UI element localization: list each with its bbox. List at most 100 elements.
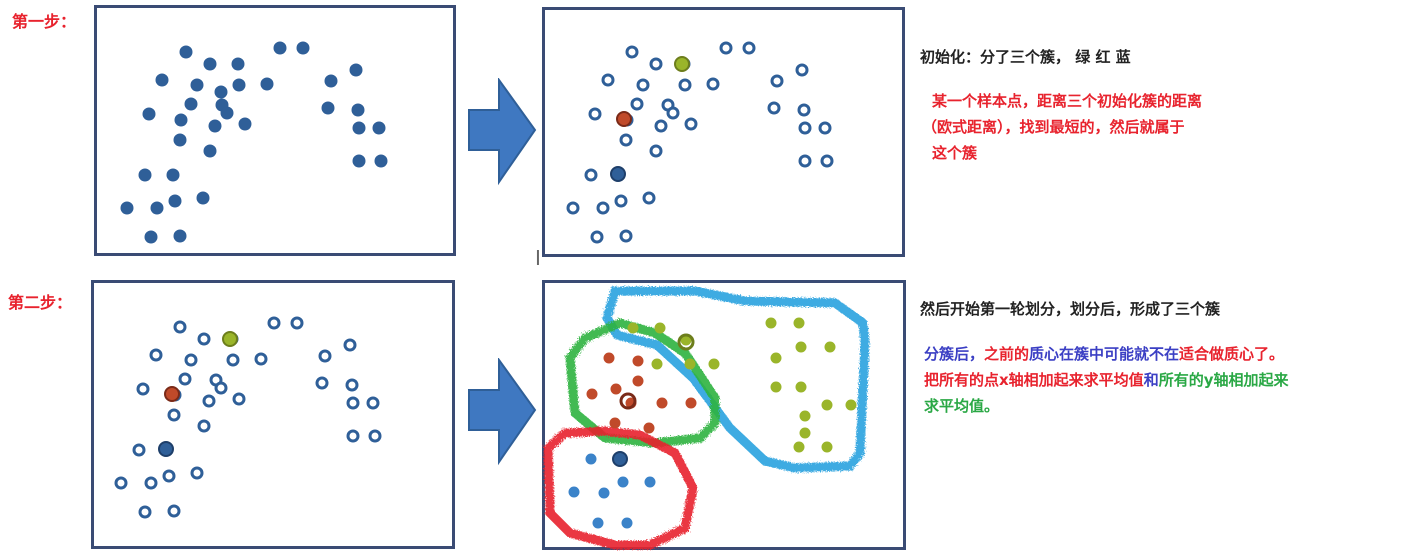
data-point — [345, 378, 359, 392]
data-point — [318, 349, 332, 363]
panel-initial-points — [94, 5, 456, 256]
centroid-points-plot — [566, 41, 834, 244]
green-cluster-point — [795, 381, 807, 393]
data-point — [232, 78, 246, 92]
data-point — [150, 201, 164, 215]
data-point — [114, 476, 128, 490]
data-point — [214, 381, 228, 395]
green-centroid — [222, 331, 238, 347]
data-point — [590, 230, 604, 244]
data-point — [797, 103, 811, 117]
red-cluster-point — [632, 355, 644, 367]
data-point — [173, 229, 187, 243]
data-point — [196, 191, 210, 205]
data-point — [184, 353, 198, 367]
initial-points-plot — [120, 41, 388, 244]
data-point — [220, 106, 234, 120]
recompute-line3: 求平均值。 — [924, 397, 1000, 415]
data-point — [120, 201, 134, 215]
blue-cluster-point — [592, 517, 604, 529]
data-point — [566, 201, 580, 215]
green-cluster-point — [821, 441, 833, 453]
data-point — [179, 45, 193, 59]
data-point — [214, 85, 228, 99]
data-point — [231, 57, 245, 71]
data-point — [203, 144, 217, 158]
text-seg-b: 之前的 — [984, 345, 1030, 363]
data-point — [142, 107, 156, 121]
data-point — [315, 376, 329, 390]
data-point — [742, 41, 756, 55]
text-cursor-icon: I — [535, 246, 541, 270]
data-point — [162, 469, 176, 483]
data-point — [190, 466, 204, 480]
text-seg-a: 分簇后， — [924, 345, 985, 363]
blue-cluster-point — [644, 476, 656, 488]
data-point — [167, 504, 181, 518]
green-cluster-point — [793, 441, 805, 453]
green-cluster-point — [845, 399, 857, 411]
panel-initial-centroids — [542, 7, 905, 257]
data-point — [178, 372, 192, 386]
data-point — [202, 394, 216, 408]
data-point — [795, 63, 809, 77]
green-cluster-point — [799, 410, 811, 422]
data-point — [614, 194, 628, 208]
data-point — [174, 113, 188, 127]
blue-centroid — [158, 441, 174, 457]
red-cluster-point — [632, 375, 644, 387]
data-point — [770, 74, 784, 88]
data-point — [366, 396, 380, 410]
green-cluster-point — [824, 341, 836, 353]
data-point — [630, 97, 644, 111]
data-point — [173, 133, 187, 147]
green-cluster-point — [795, 341, 807, 353]
data-point — [167, 408, 181, 422]
red-centroid — [619, 392, 637, 410]
step2-points-plot — [114, 316, 382, 519]
data-point — [296, 41, 310, 55]
green-cluster-point — [770, 352, 782, 364]
green-cluster-point — [821, 399, 833, 411]
data-point — [197, 419, 211, 433]
data-point — [238, 117, 252, 131]
data-point — [636, 78, 650, 92]
data-point — [798, 121, 812, 135]
init-description: 初始化：分了三个簇， 绿 红 蓝 — [920, 48, 1131, 66]
data-point — [352, 154, 366, 168]
green-cluster-point — [799, 427, 811, 439]
data-point — [324, 74, 338, 88]
green-cluster-point — [651, 358, 663, 370]
data-point — [203, 57, 217, 71]
data-point — [368, 429, 382, 443]
green-cluster-point — [708, 358, 720, 370]
data-point — [226, 353, 240, 367]
first-round-description: 然后开始第一轮划分，划分后，形成了三个簇 — [920, 300, 1221, 318]
text-seg-c: 质心在簇中可能就不在 — [1029, 345, 1180, 363]
data-point — [138, 505, 152, 519]
red-centroid — [616, 111, 632, 127]
data-point — [197, 332, 211, 346]
data-point — [132, 443, 146, 457]
recompute-line1: 分簇后，之前的质心在簇中可能就不在适合做质心了。 — [924, 341, 1284, 367]
blue-cluster-point — [617, 476, 629, 488]
green-cluster-point — [684, 358, 696, 370]
red-cluster-point — [609, 417, 621, 429]
arrow-right-icon-bottom — [468, 358, 537, 466]
data-point — [343, 338, 357, 352]
data-point — [346, 429, 360, 443]
data-point — [619, 133, 633, 147]
data-point — [798, 154, 812, 168]
blue-centroid — [610, 166, 626, 182]
data-point — [273, 41, 287, 55]
red-cluster-point — [586, 388, 598, 400]
data-point — [666, 106, 680, 120]
blue-cluster-outline — [602, 286, 870, 473]
data-point — [601, 73, 615, 87]
blue-cluster-point — [598, 487, 610, 499]
assign-rule-line2: （欧式距离），找到最短的，然后就属于 — [922, 118, 1185, 136]
blue-centroid — [612, 451, 628, 467]
green-cluster-point — [627, 322, 639, 334]
data-point — [596, 201, 610, 215]
data-point — [184, 97, 198, 111]
